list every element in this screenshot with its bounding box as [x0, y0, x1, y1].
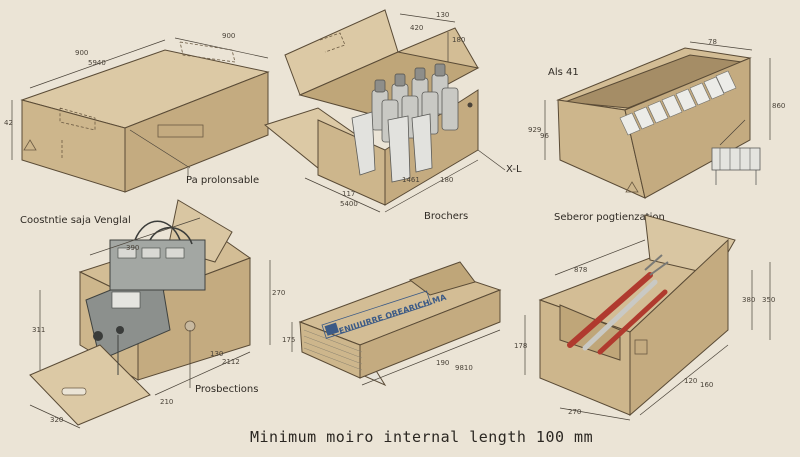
p3-dim-2: 860 — [772, 102, 785, 110]
p6-dim-2: 380 — [742, 296, 755, 304]
p5-dim-1: 175 — [282, 336, 295, 344]
p2-label: Brochers — [424, 211, 468, 222]
p1-label: Pa prolonsable — [186, 175, 259, 186]
p3-tag: Als 41 — [548, 67, 579, 78]
p5-dim-2: 190 — [436, 359, 449, 367]
p2-side-label: X-L — [506, 164, 522, 175]
p6-dim-5: 120 — [684, 377, 697, 385]
p4-dim-3: 320 — [50, 416, 63, 424]
p5-dim-3: 9810 — [455, 364, 473, 372]
p4-dim-1: 390 — [126, 244, 139, 252]
p2-dim-6: 180 — [440, 176, 453, 184]
p2-dim-2: 420 — [410, 24, 423, 32]
p6-dim-4: 178 — [514, 342, 527, 350]
p2-dim-4: 117 — [342, 190, 355, 198]
panel-device-box — [29, 199, 271, 429]
p1-dim-3: 900 — [222, 32, 235, 40]
p6-dim-1: 878 — [574, 266, 587, 274]
panel-long-box-cards — [544, 41, 771, 199]
p2-dim-5: 1461 — [402, 176, 420, 184]
p3-dim-1: 78 — [708, 38, 717, 46]
p1-dim-2: 5940 — [88, 59, 106, 67]
p1-dim-1: 900 — [75, 49, 88, 57]
drawing-caption: Minimum moiro internal length 100 mm — [250, 428, 593, 446]
panel-book-sleeve — [291, 261, 502, 387]
p4-label: Coostntie saja Venglal — [20, 215, 131, 226]
p3-label: Seberor pogtienzation — [554, 212, 665, 223]
p4-sub-label: Prosbections — [195, 384, 258, 395]
p4-dim-2: 311 — [32, 326, 45, 334]
p2-dim-1: 130 — [436, 11, 449, 19]
panel-open-box-tubes — [263, 9, 506, 213]
p4-dim-4: 130 — [210, 350, 223, 358]
p2-dim-7: 5400 — [340, 200, 358, 208]
p1-dim-4: 42 — [4, 119, 13, 127]
p4-dim-5: 2112 — [222, 358, 240, 366]
panel-tool-box — [524, 214, 771, 421]
p6-dim-7: 160 — [700, 381, 713, 389]
panel-closed-box — [11, 37, 270, 193]
p2-dim-3: 180 — [452, 36, 465, 44]
p6-dim-3: 350 — [762, 296, 775, 304]
p4-dim-7: 210 — [160, 398, 173, 406]
p4-dim-6: 270 — [272, 289, 285, 297]
p6-dim-6: 270 — [568, 408, 581, 416]
p3-dim-3: 929 — [528, 126, 541, 134]
p3-dim-4: 96 — [540, 132, 549, 140]
